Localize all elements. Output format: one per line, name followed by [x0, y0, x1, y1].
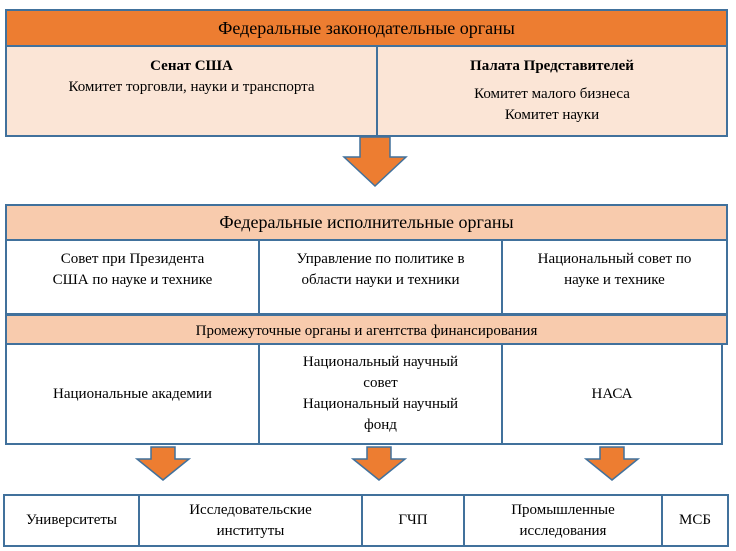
senate-name: Сенат США — [150, 58, 233, 74]
council-line: Национальный научный — [302, 354, 459, 370]
legislative-header: Федеральные законодательные органы — [5, 9, 728, 47]
recipient-label: Исследовательские — [189, 501, 312, 518]
senate-committee: Комитет торговли, науки и транспорта — [68, 79, 315, 95]
nasa-cell: НАСА — [501, 343, 723, 445]
recipient-label: МСБ — [679, 512, 711, 528]
executive-body-presidential-council: Совет при Президента США по науке и техн… — [5, 239, 260, 315]
down-arrow-icon — [135, 446, 191, 481]
recipient-research-institutes: Исследовательские институты — [138, 494, 363, 547]
council-line: Национальный научный — [302, 396, 459, 412]
intermediate-title: Промежуточные органы и агентства финанси… — [195, 323, 538, 339]
executive-title: Федеральные исполнительные органы — [219, 212, 514, 232]
academies-cell: Национальные академии — [5, 343, 260, 445]
academies-label: Национальные академии — [53, 385, 212, 402]
senate-cell: Сенат США Комитет торговли, науки и тран… — [5, 45, 378, 137]
executive-body-national-council: Национальный совет по науке и технике — [501, 239, 728, 315]
recipient-industrial-research: Промышленные исследования — [463, 494, 663, 547]
down-arrow-icon — [342, 136, 408, 188]
recipient-label: институты — [216, 522, 285, 539]
down-arrow-icon — [584, 446, 640, 481]
body-line: Совет при Президента — [60, 251, 205, 267]
down-arrow-icon — [351, 446, 407, 481]
recipient-label: Университеты — [25, 512, 118, 528]
legislative-title: Федеральные законодательные органы — [218, 18, 515, 38]
intermediate-header: Промежуточные органы и агентства финанси… — [5, 314, 728, 345]
body-line: Национальный совет по — [537, 251, 692, 267]
house-committee-small-business: Комитет малого бизнеса — [474, 86, 630, 102]
recipient-label: Промышленные — [511, 501, 615, 518]
house-committee-science: Комитет науки — [504, 107, 600, 123]
executive-body-policy-office: Управление по политике в области науки и… — [258, 239, 503, 315]
house-name: Палата Представителей — [470, 58, 634, 74]
body-line: науке и технике — [564, 272, 665, 288]
council-line: фонд — [364, 417, 397, 433]
nasa-label: НАСА — [591, 385, 633, 402]
executive-header: Федеральные исполнительные органы — [5, 204, 728, 241]
recipient-universities: Университеты — [3, 494, 140, 547]
house-cell: Палата Представителей Комитет малого биз… — [376, 45, 728, 137]
recipient-ppp: ГЧП — [361, 494, 465, 547]
body-line: Управление по политике в — [296, 251, 465, 267]
body-line: области науки и техники — [301, 272, 460, 288]
recipient-label: ГЧП — [398, 512, 428, 528]
council-line: совет — [363, 375, 398, 391]
recipient-label: исследования — [519, 522, 607, 539]
recipient-sme: МСБ — [661, 494, 729, 547]
body-line: США по науке и технике — [52, 272, 213, 288]
science-council-cell: Национальный научный совет Национальный … — [258, 343, 503, 445]
